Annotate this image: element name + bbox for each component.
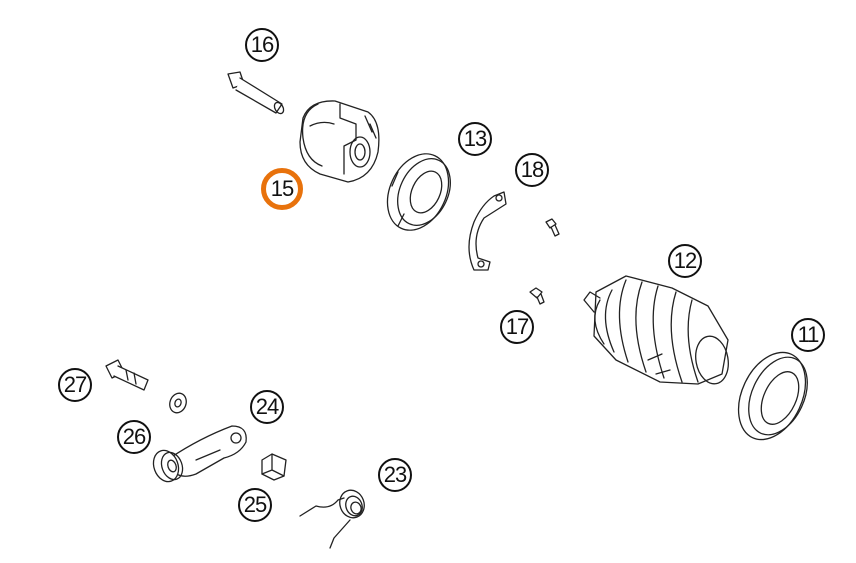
part-washer[interactable] — [167, 391, 189, 415]
part-25-bushing[interactable] — [261, 453, 287, 481]
callout-25[interactable]: 25 — [238, 488, 272, 522]
callout-23[interactable]: 23 — [378, 458, 412, 492]
part-screw-upper[interactable] — [545, 218, 560, 237]
callout-15-highlighted[interactable]: 15 — [261, 168, 303, 210]
callout-26[interactable]: 26 — [117, 420, 151, 454]
part-27-bolt[interactable] — [105, 359, 149, 391]
part-23-spring[interactable] — [299, 487, 368, 549]
callout-17[interactable]: 17 — [500, 310, 534, 344]
part-24-shift-lever[interactable] — [169, 425, 247, 477]
callout-12[interactable]: 12 — [668, 244, 702, 278]
callout-24[interactable]: 24 — [250, 390, 284, 424]
part-18-locking-plate[interactable] — [468, 191, 507, 271]
part-13-bearing[interactable] — [376, 144, 461, 240]
callout-16[interactable]: 16 — [245, 28, 279, 62]
part-15-shift-drum[interactable] — [299, 100, 380, 183]
part-16-bolt[interactable] — [227, 71, 285, 115]
callout-11[interactable]: 11 — [791, 318, 825, 352]
part-11-seal-ring[interactable] — [725, 342, 819, 451]
callout-18[interactable]: 18 — [515, 153, 549, 187]
part-12-shift-shaft[interactable] — [583, 275, 732, 386]
part-17-screw[interactable] — [529, 287, 545, 305]
callout-13[interactable]: 13 — [458, 122, 492, 156]
part-26-roller[interactable] — [149, 447, 186, 485]
callout-27[interactable]: 27 — [58, 368, 92, 402]
